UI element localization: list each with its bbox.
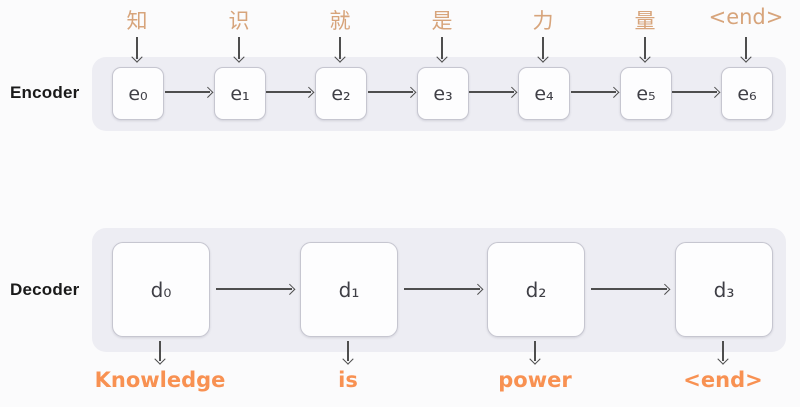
arrow-down-icon (238, 37, 240, 59)
arrow-down-icon (745, 37, 747, 59)
arrow-right-icon (672, 91, 717, 93)
arrow-right-icon (368, 91, 413, 93)
arrow-down-icon (542, 37, 544, 59)
encoder-cell: e₁ (214, 67, 266, 120)
arrow-right-icon (165, 91, 210, 93)
encoder-cell: e₄ (518, 67, 570, 120)
arrow-right-icon (571, 91, 616, 93)
decoder-output-token: is (338, 368, 358, 392)
arrow-down-icon (722, 341, 724, 361)
encoder-cell: e₆ (721, 67, 773, 120)
arrow-right-icon (404, 288, 480, 290)
arrow-down-icon (644, 37, 646, 59)
encoder-cell: e₃ (417, 67, 469, 120)
decoder-cell: d₁ (300, 242, 398, 337)
encoder-input-token: 是 (431, 9, 453, 33)
encoder-input-token: 知 (126, 9, 148, 33)
encoder-cell: e₂ (315, 67, 367, 120)
arrow-right-icon (469, 91, 514, 93)
arrow-down-icon (136, 37, 138, 59)
encoder-cell: e₅ (620, 67, 672, 120)
encoder-label: Encoder (10, 83, 80, 102)
decoder-cell: d₃ (675, 242, 773, 337)
decoder-output-token: power (498, 368, 572, 392)
decoder-output-token: <end> (683, 368, 763, 392)
arrow-right-icon (216, 288, 292, 290)
encoder-cell: e₀ (112, 67, 164, 120)
arrow-right-icon (591, 288, 667, 290)
arrow-right-icon (266, 91, 311, 93)
arrow-down-icon (534, 341, 536, 361)
encoder-input-token: 识 (228, 9, 250, 33)
arrow-down-icon (441, 37, 443, 59)
decoder-output-token: Knowledge (94, 368, 226, 392)
encoder-input-token: 力 (532, 9, 554, 33)
arrow-down-icon (339, 37, 341, 59)
encoder-input-token: 量 (634, 9, 656, 33)
encoder-input-token: <end> (708, 5, 784, 29)
decoder-label: Decoder (10, 280, 80, 299)
arrow-down-icon (159, 341, 161, 361)
decoder-cell: d₀ (112, 242, 210, 337)
arrow-down-icon (347, 341, 349, 361)
encoder-input-token: 就 (329, 9, 351, 33)
decoder-cell: d₂ (487, 242, 585, 337)
